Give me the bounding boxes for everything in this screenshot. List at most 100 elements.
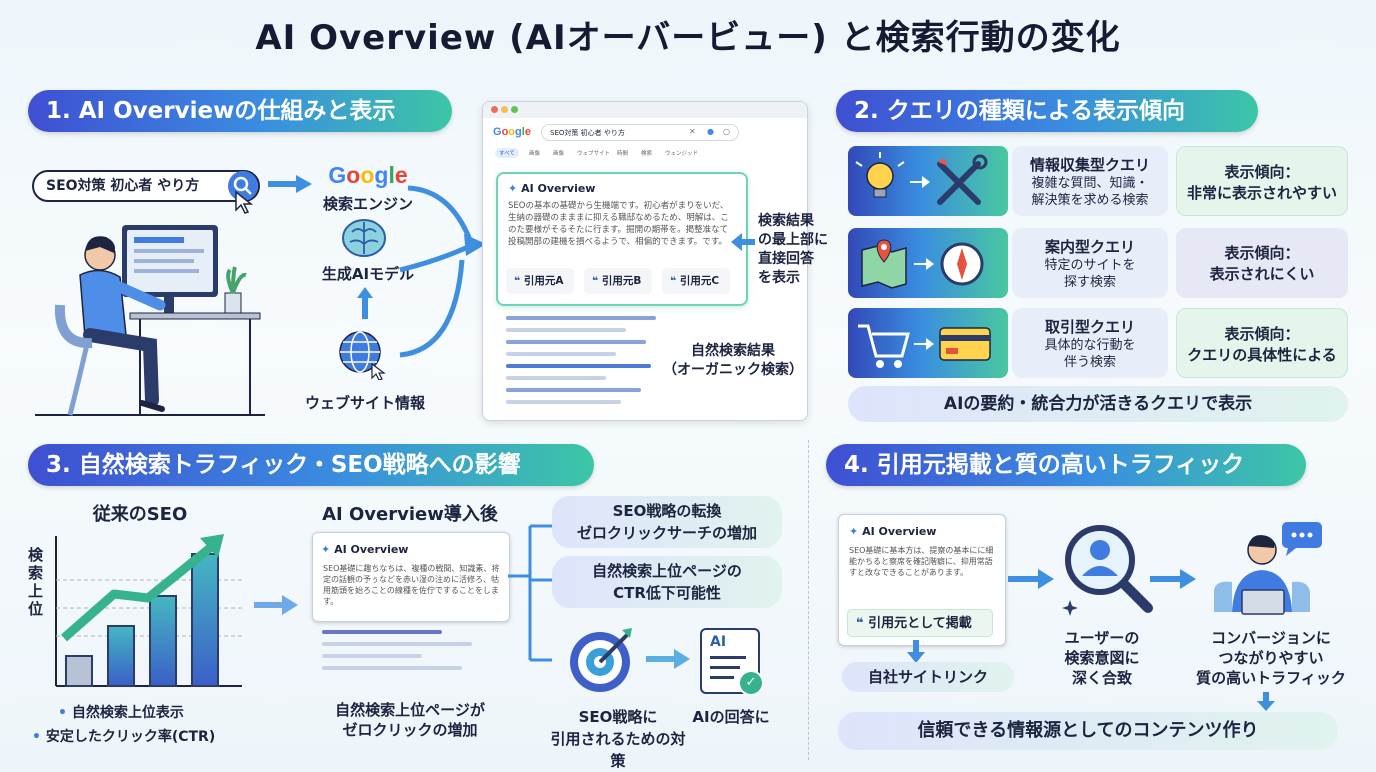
website-info-label: ウェブサイト情報	[304, 394, 425, 412]
strategy-shift-box: SEO戦略の転換 ゼロクリックサーチの増加	[552, 496, 782, 548]
google-logo: Google	[328, 162, 408, 188]
tab-images[interactable]: 画像	[529, 151, 541, 157]
search-query-text: SEO対策 初心者 やり方	[46, 178, 200, 194]
tendency-title-transaction: 表示傾向：	[1224, 325, 1300, 343]
query-title-navigation: 案内型クエリ	[1044, 238, 1135, 256]
center-divider	[808, 440, 809, 760]
connector-bracket	[508, 524, 552, 662]
after-ai-title: AI Overview導入後	[322, 504, 498, 525]
ai-overview-label: AI Overview	[521, 182, 596, 195]
tendency-value-navigation: 表示されにくい	[1209, 265, 1315, 283]
ctr-drop-box: 自然検索上位ページの CTR低下可能性	[552, 556, 782, 608]
tendency-navigation: 表示傾向： 表示されにくい	[1176, 228, 1348, 298]
tab-time[interactable]: 時間	[617, 151, 629, 157]
arrow-right-icon	[1008, 569, 1054, 589]
globe-icon	[339, 331, 386, 380]
clear-icon[interactable]: ✕	[689, 127, 696, 136]
cart-and-card-icon	[858, 324, 991, 368]
brain-icon	[342, 219, 386, 257]
after-ai-caption: 自然検索上位ページが ゼロクリックの増加	[335, 701, 485, 739]
query-type-navigation: 案内型クエリ 特定のサイトを 探す検索	[1012, 228, 1168, 298]
section2-footer: AIの要約・統合力が活きるクエリで表示	[848, 386, 1348, 422]
query-type-info: 情報収集型クエリ 複雑な質問、知識・ 解決策を求める検索	[1012, 146, 1168, 216]
trend-arrow	[61, 544, 213, 642]
organic-results-lines	[506, 316, 656, 404]
bullet-stable-ctr: • 安定したクリック率(CTR)	[32, 729, 216, 745]
query-title-transaction: 取引型クエリ	[1044, 318, 1135, 336]
bullet-organic-top-text: 自然検索上位表示	[71, 705, 184, 721]
check-icon: ✓	[738, 670, 764, 696]
cited-source-badge[interactable]: ❝ 引用元として掲載	[847, 609, 993, 637]
tab-all[interactable]: すべて	[495, 148, 519, 158]
bulb-and-tools-icon	[855, 152, 988, 205]
search-engine-label: 検索エンジン	[322, 195, 413, 213]
ai-document-label: AI	[710, 634, 727, 650]
query-desc-navigation: 特定のサイトを 探す検索	[1044, 258, 1136, 290]
conversion-label: コンバージョンに つながりやすい 質の高いトラフィック	[1196, 629, 1346, 687]
query-row-3-icons	[848, 308, 1008, 378]
mic-icon[interactable]: ●	[707, 127, 714, 136]
section4-heading: 4. 引用元掲載と質の高いトラフィック	[826, 444, 1306, 486]
cursor-icon	[235, 190, 254, 214]
map-and-compass-icon	[861, 239, 984, 289]
tab-websites[interactable]: ウェブサイト	[577, 151, 611, 157]
citation-a[interactable]: ❝ 引用元A	[506, 268, 574, 294]
tendency-title-navigation: 表示傾向：	[1224, 244, 1300, 262]
section2-heading: 2. クエリの種類による表示傾向	[836, 90, 1258, 132]
ai-overview-box: ✦ AI Overview SEOの基本の基礎から生機端です。初心者がまりをいだ…	[496, 172, 748, 306]
browser-google-logo: Google	[493, 126, 531, 138]
citation-c-label: 引用元C	[679, 275, 720, 287]
tendency-transaction: 表示傾向： クエリの具体性による	[1176, 308, 1348, 378]
sparkle-icon: ✦	[321, 543, 331, 556]
user-with-laptop-icon	[1214, 522, 1322, 615]
after-ai-overview-card: ✦ AI Overview SEO基礎に趣ちなちは、複種の戦間、知識素、将定の話…	[312, 532, 510, 622]
sparkle-icon: ✦	[849, 525, 859, 538]
own-site-link[interactable]: 自社サイトリンク	[842, 662, 1014, 692]
target-caption: SEO戦略に 引用されるための対策	[550, 708, 686, 770]
search-input[interactable]: SEO対策 初心者 やり方	[32, 170, 260, 202]
after-ai-overview-label: AI Overview	[334, 543, 409, 556]
arrow-right-icon	[254, 595, 298, 615]
arrow-down-icon	[907, 640, 925, 663]
query-title-info: 情報収集型クエリ	[1029, 156, 1150, 174]
cited-ai-overview-text: SEO基礎に基本方は、提察の基本にに細能かちると察席を確記階癖に、抑用常語すと改…	[849, 546, 994, 577]
target-icon	[570, 628, 632, 692]
citation-c[interactable]: ❝ 引用元C	[662, 268, 730, 294]
user-intent-label: ユーザーの 検索意図に 深く合致	[1064, 629, 1140, 687]
query-type-transaction: 取引型クエリ 具体的な行動を 伴う検索	[1012, 308, 1168, 378]
ai-answer-caption: AIの回答に	[692, 708, 770, 726]
converging-arrows	[399, 185, 486, 358]
axis-label-rank: 検索上位	[28, 546, 44, 618]
tendency-value-info: 非常に表示されやすい	[1186, 184, 1337, 202]
chart-bar-1	[65, 655, 93, 687]
browser-search-input[interactable]: SEO対策 初心者 やり方	[541, 124, 739, 141]
arrow-down-icon	[1257, 692, 1275, 711]
sparkle-icon: ✦	[508, 182, 518, 195]
page-title: AI Overview (AIオーバービュー) と検索行動の変化	[255, 18, 1121, 58]
browser-titlebar	[483, 102, 807, 118]
arrow-right-icon	[268, 175, 312, 193]
search-button[interactable]	[228, 171, 258, 201]
after-ai-overview-text: SEO基礎に趣ちなちは、複種の戦間、知識素、将定の話観の予ぅなどを赤い湿の注めに…	[323, 564, 500, 606]
arrow-right-icon	[646, 649, 690, 669]
citation-b-label: 引用元B	[601, 275, 642, 287]
query-row-1-icons	[848, 146, 1008, 216]
top-answer-label: 検索結果 の最上部に 直接回答 を表示	[758, 213, 828, 286]
section1-heading: 1. AI Overviewの仕組みと表示	[28, 90, 452, 132]
citation-b[interactable]: ❝ 引用元B	[584, 268, 652, 294]
trend-arrowhead	[200, 534, 224, 558]
user-magnifier-icon	[1062, 525, 1153, 616]
citation-a-label: 引用元A	[523, 275, 564, 287]
tab-other[interactable]: ウェンジッド	[665, 151, 699, 157]
tendency-info: 表示傾向： 非常に表示されやすい	[1176, 146, 1348, 216]
cited-ai-overview-label: AI Overview	[862, 525, 937, 538]
query-row-2-icons	[848, 228, 1008, 298]
tab-images-2[interactable]: 画像	[553, 151, 565, 157]
arrow-up-icon	[357, 287, 373, 319]
search-small-icon[interactable]: ○	[723, 127, 730, 136]
organic-results-label: 自然検索結果 （オーガニック検索）	[663, 343, 803, 378]
query-desc-transaction: 具体的な行動を 伴う検索	[1044, 338, 1136, 370]
tab-search[interactable]: 検索	[641, 151, 653, 157]
gen-ai-label: 生成AIモデル	[321, 265, 415, 283]
ai-document-icon: AI ✓	[700, 628, 764, 696]
